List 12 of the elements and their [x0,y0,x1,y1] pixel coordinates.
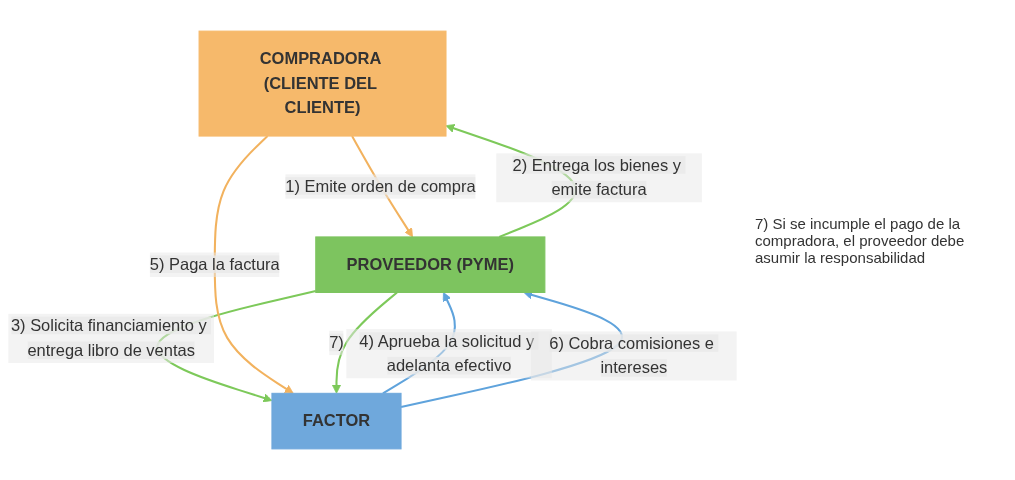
node-box: FACTOR [271,392,402,450]
edge-label: 1) Emite orden de compra [285,177,476,195]
edge-label: 2) Entrega los bienes y emite factura [512,156,681,199]
edge-label: 3) Solicita financiamiento y entrega libro de ventas [10,316,207,359]
edge-label: 7) [329,333,344,352]
note-text: 7) Si se incumple el pago de la compradora, el proveedor debe asumir la responsabilidad [755,214,966,266]
node-box: PROVEEDOR (PYME) [315,236,546,293]
edge-label: 4) Aprueba la solicitud y adelanta efectivo [359,332,535,375]
edge-label: 6) Cobra comisiones e intereses [549,334,714,377]
node-box: COMPRADORA (CLIENTE DEL CLIENTE) [198,30,447,137]
edge-label: 5) Paga la factura [149,255,280,273]
arrow [213,135,294,394]
